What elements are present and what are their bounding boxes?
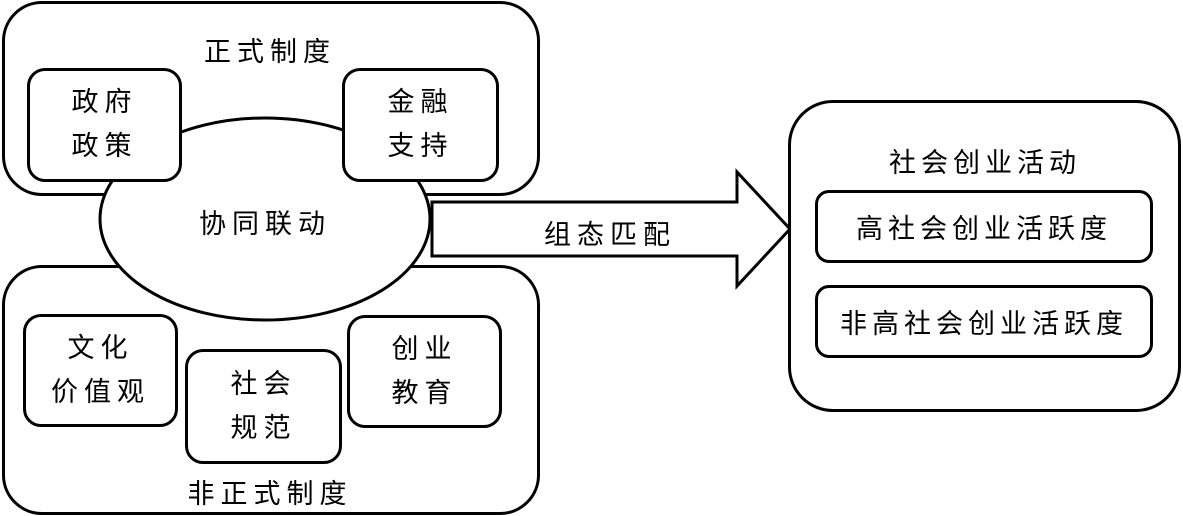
configuration-arrow-label: 组态匹配 — [544, 220, 676, 251]
high-activity-box: 高社会创业活跃度 — [815, 190, 1153, 263]
informal-institutions-title: 非正式制度 — [187, 479, 353, 510]
cultural-values-line2: 价值观 — [51, 376, 150, 408]
government-policy-line1: 政府 — [71, 87, 138, 118]
formal-institutions-title: 正式制度 — [204, 37, 336, 68]
government-policy-line2: 政策 — [71, 131, 138, 162]
high-activity-label: 高社会创业活跃度 — [856, 214, 1112, 245]
cultural-values-box: 文化 价值观 — [23, 314, 178, 427]
entrepreneurship-education-line2: 教育 — [391, 377, 458, 409]
synergy-label: 协同联动 — [199, 209, 331, 240]
social-entrepreneurship-title: 社会创业活动 — [889, 148, 1081, 179]
financial-support-line1: 金融 — [387, 87, 454, 118]
government-policy-box: 政府 政策 — [27, 68, 182, 182]
financial-support-box: 金融 支持 — [342, 68, 499, 182]
social-norms-line1: 社会 — [230, 368, 297, 400]
non-high-activity-label: 非高社会创业活跃度 — [840, 309, 1128, 340]
financial-support-line2: 支持 — [387, 131, 454, 162]
cultural-values-line1: 文化 — [67, 332, 134, 364]
non-high-activity-box: 非高社会创业活跃度 — [815, 285, 1153, 358]
social-norms-box: 社会 规范 — [185, 349, 342, 464]
social-norms-line2: 规范 — [230, 412, 297, 444]
configuration-arrow — [430, 168, 793, 290]
entrepreneurship-education-line1: 创业 — [391, 333, 458, 365]
entrepreneurship-education-box: 创业 教育 — [347, 315, 502, 428]
